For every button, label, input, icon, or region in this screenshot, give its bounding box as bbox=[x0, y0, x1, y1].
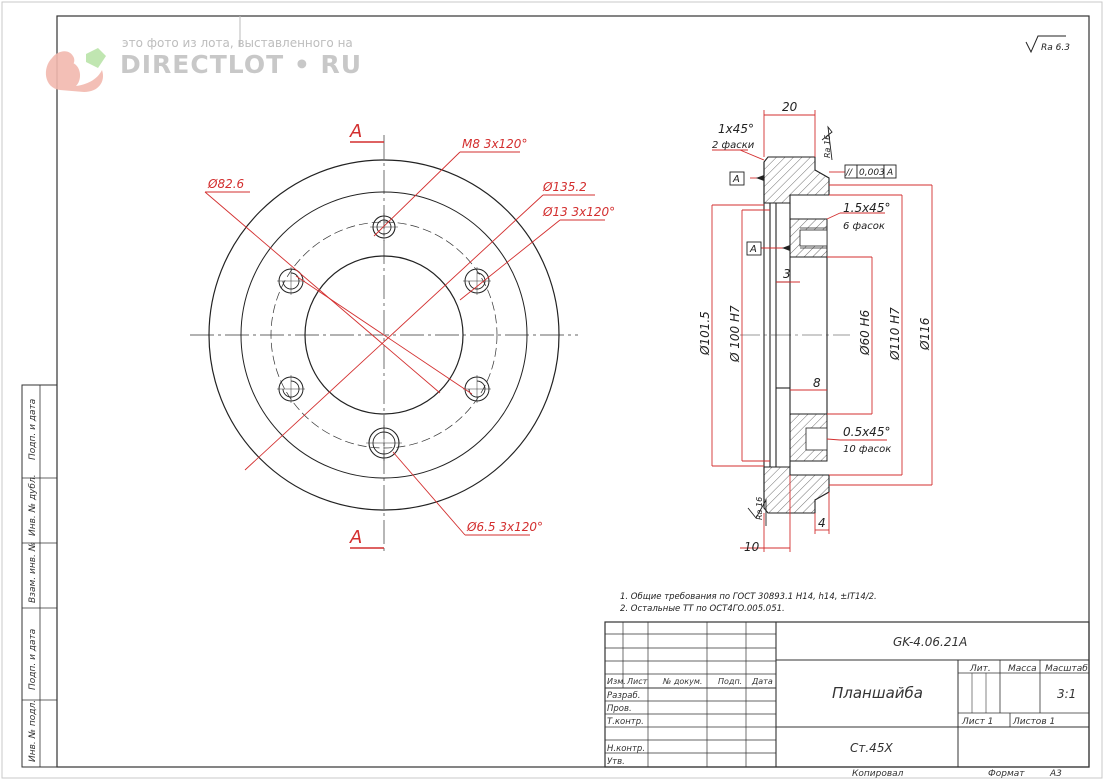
rough-top: Ra 16 bbox=[823, 135, 832, 158]
squirrel-logo-icon bbox=[45, 48, 106, 92]
header-lit: Лит. bbox=[969, 664, 991, 674]
dim10: 10 bbox=[744, 540, 760, 554]
rough-bottom: Ra 16 bbox=[755, 497, 764, 520]
copied-label: Копировал bbox=[852, 769, 904, 779]
dim-d1015: Ø101.5 bbox=[698, 311, 712, 356]
chamfer3-note: 10 фасок bbox=[843, 444, 891, 455]
tol-datum: A bbox=[886, 168, 893, 178]
dim-d116: Ø116 bbox=[918, 317, 932, 351]
watermark-caption: это фото из лота, выставленного на bbox=[122, 36, 353, 50]
col-date: Дата bbox=[751, 677, 773, 686]
format-value: А3 bbox=[1049, 769, 1062, 779]
section-mark-bottom: A bbox=[349, 527, 362, 548]
chamfer1-note: 2 фаски bbox=[712, 140, 755, 151]
watermark: это фото из лота, выставленного на DIREC… bbox=[40, 36, 361, 96]
label-m8: M8 3x120° bbox=[462, 137, 527, 151]
datum-top: A bbox=[732, 174, 740, 185]
note-1: 1. Общие требования по ГОСТ 30893.1 H14,… bbox=[620, 592, 877, 602]
header-scale: Масштаб bbox=[1045, 664, 1088, 674]
row-razrab: Разраб. bbox=[607, 691, 640, 701]
note-2: 2. Остальные ТТ по ОСТ4ГО.005.051. bbox=[620, 604, 785, 614]
format-label: Формат bbox=[988, 769, 1025, 779]
part-name: Планшайба bbox=[832, 684, 923, 702]
material: Ст.45Х bbox=[850, 741, 893, 755]
title-block-text: GK-4.06.21A Планшайба Ст.45Х Лит. Масса … bbox=[607, 635, 1088, 779]
side-stamp-4: Подп. и дата bbox=[28, 629, 38, 690]
col-list: Лист bbox=[626, 677, 648, 686]
col-sign: Подп. bbox=[718, 677, 742, 686]
chamfer3: 0.5x45° bbox=[843, 425, 890, 439]
row-utv: Утв. bbox=[607, 757, 625, 767]
watermark-brand: DIRECTLOT • RU bbox=[120, 50, 363, 79]
label-d13: Ø13 3x120° bbox=[542, 205, 615, 219]
dim4: 4 bbox=[818, 516, 826, 530]
side-stamp-1: Подп. и дата bbox=[28, 399, 38, 460]
chamfer2-note: 6 фасок bbox=[843, 221, 885, 232]
roughness-general-text: Ra 6.3 bbox=[1041, 43, 1070, 53]
row-nkontr: Н.контр. bbox=[607, 744, 645, 754]
dim8: 8 bbox=[813, 376, 821, 390]
tol-symbol: // bbox=[845, 168, 853, 178]
datum-middle: A bbox=[749, 244, 757, 255]
title-block bbox=[604, 621, 1090, 768]
dim3: 3 bbox=[783, 267, 791, 281]
header-mass: Масса bbox=[1008, 664, 1037, 674]
col-izm: Изм. bbox=[607, 677, 626, 686]
side-stamp: Подп. и дата Инв. № дубл. Взам. инв. № П… bbox=[21, 384, 58, 768]
tol-value: 0,003 bbox=[859, 168, 885, 178]
front-view: A A Ø82.6 M8 3x120° Ø135.2 Ø13 3x120° Ø6… bbox=[190, 121, 615, 555]
dim-d60: Ø60 H6 bbox=[858, 309, 872, 356]
col-doc: № докум. bbox=[662, 677, 702, 686]
dim-d110: Ø110 H7 bbox=[888, 307, 902, 361]
side-stamp-5: Инв. № подл. bbox=[28, 700, 38, 762]
side-stamp-2: Инв. № дубл. bbox=[28, 474, 38, 536]
chamfer1: 1x45° bbox=[718, 122, 754, 136]
row-tkontr: Т.контр. bbox=[607, 717, 644, 727]
label-d82: Ø82.6 bbox=[207, 177, 245, 191]
dim-width: 20 bbox=[782, 100, 798, 114]
row-prov: Пров. bbox=[607, 704, 632, 714]
roughness-general-symbol: Ra 6.3 bbox=[1025, 35, 1070, 54]
dim-d100: Ø 100 H7 bbox=[728, 305, 742, 363]
label-d135: Ø135.2 bbox=[542, 180, 587, 194]
label-d65: Ø6.5 3x120° bbox=[466, 520, 543, 534]
chamfer2: 1.5x45° bbox=[843, 201, 890, 215]
section-mark-top: A bbox=[349, 121, 362, 142]
section-view: 20 1x45° 2 фаски Ra 16 Ra 16 // 0,003 A … bbox=[698, 100, 933, 554]
sheets-label: Листов 1 bbox=[1012, 717, 1055, 727]
inner-frame bbox=[56, 15, 1090, 768]
scale-value: 3:1 bbox=[1057, 687, 1076, 701]
doc-code: GK-4.06.21A bbox=[893, 635, 967, 649]
side-stamp-3: Взам. инв. № bbox=[28, 542, 38, 603]
sheet-label: Лист 1 bbox=[961, 717, 993, 727]
